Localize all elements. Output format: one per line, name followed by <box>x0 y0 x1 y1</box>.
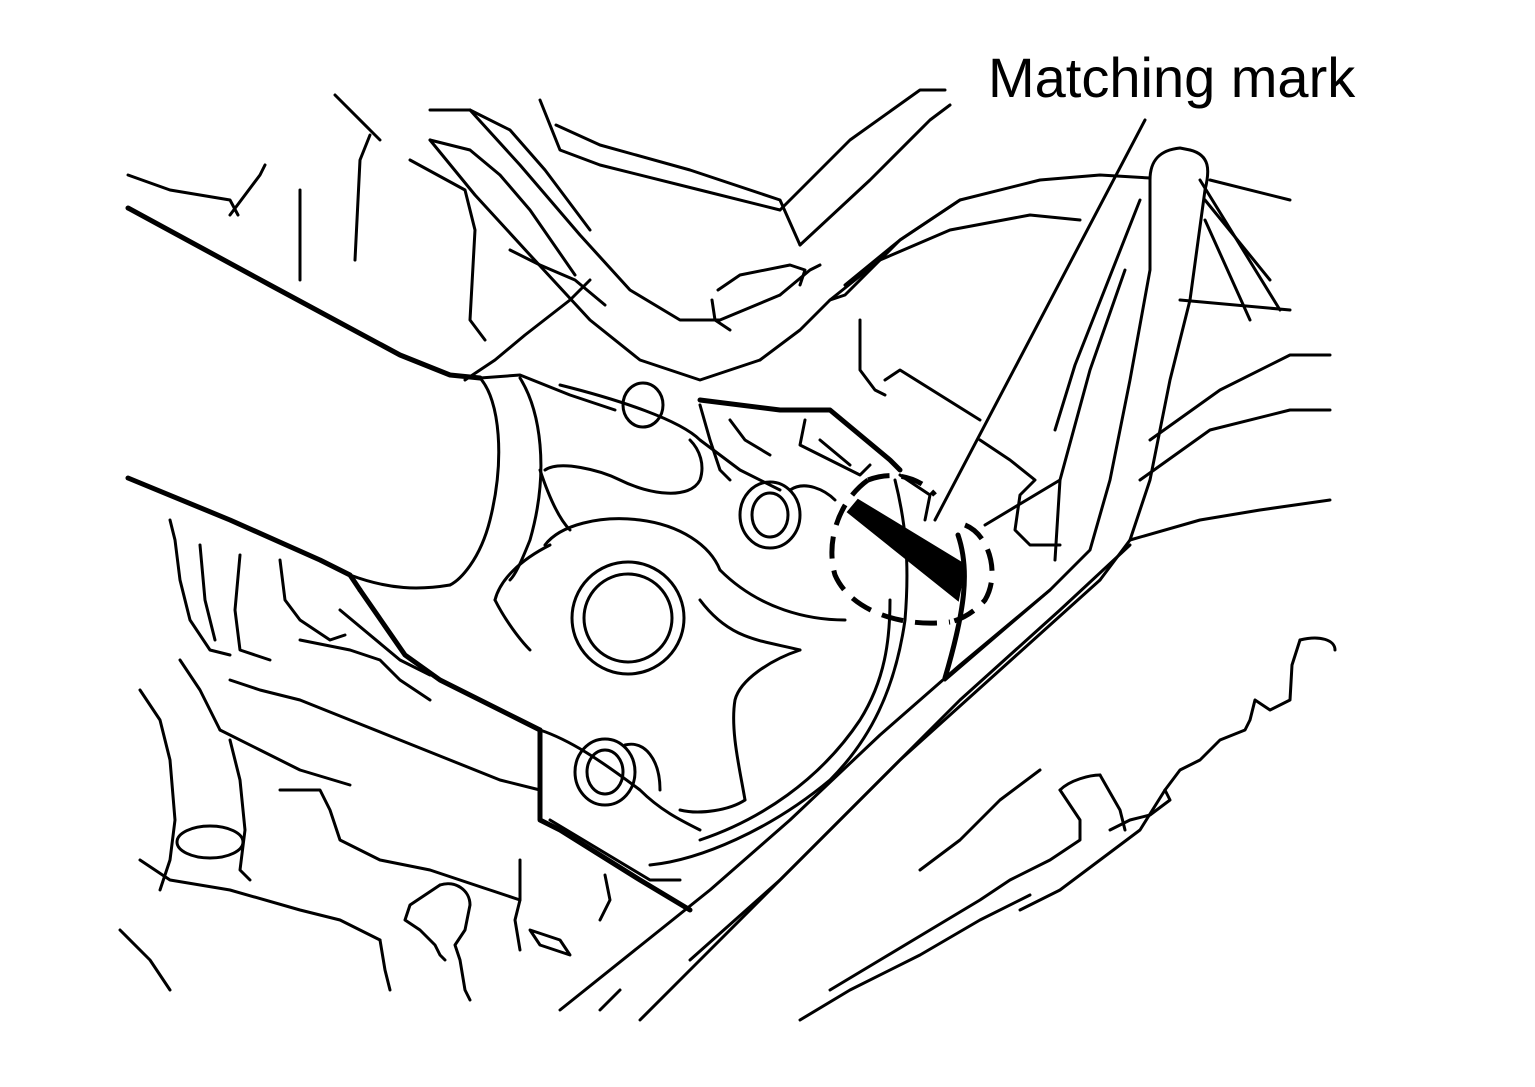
flange <box>357 383 909 913</box>
frame-tube <box>558 146 1332 1022</box>
upper-tube <box>428 88 1152 547</box>
bracket <box>697 397 932 522</box>
matching-mark-label: Matching mark <box>988 46 1356 109</box>
lower-right-structure <box>798 636 1337 1022</box>
dashed-highlight <box>829 473 995 626</box>
center-hub <box>570 560 686 676</box>
propeller-shaft <box>125 205 617 593</box>
upper-body-outline <box>126 93 802 382</box>
lower-left-structure <box>118 518 622 1012</box>
bolts <box>573 381 837 807</box>
matching-mark <box>846 498 967 681</box>
callout-leader-line <box>933 118 1147 522</box>
